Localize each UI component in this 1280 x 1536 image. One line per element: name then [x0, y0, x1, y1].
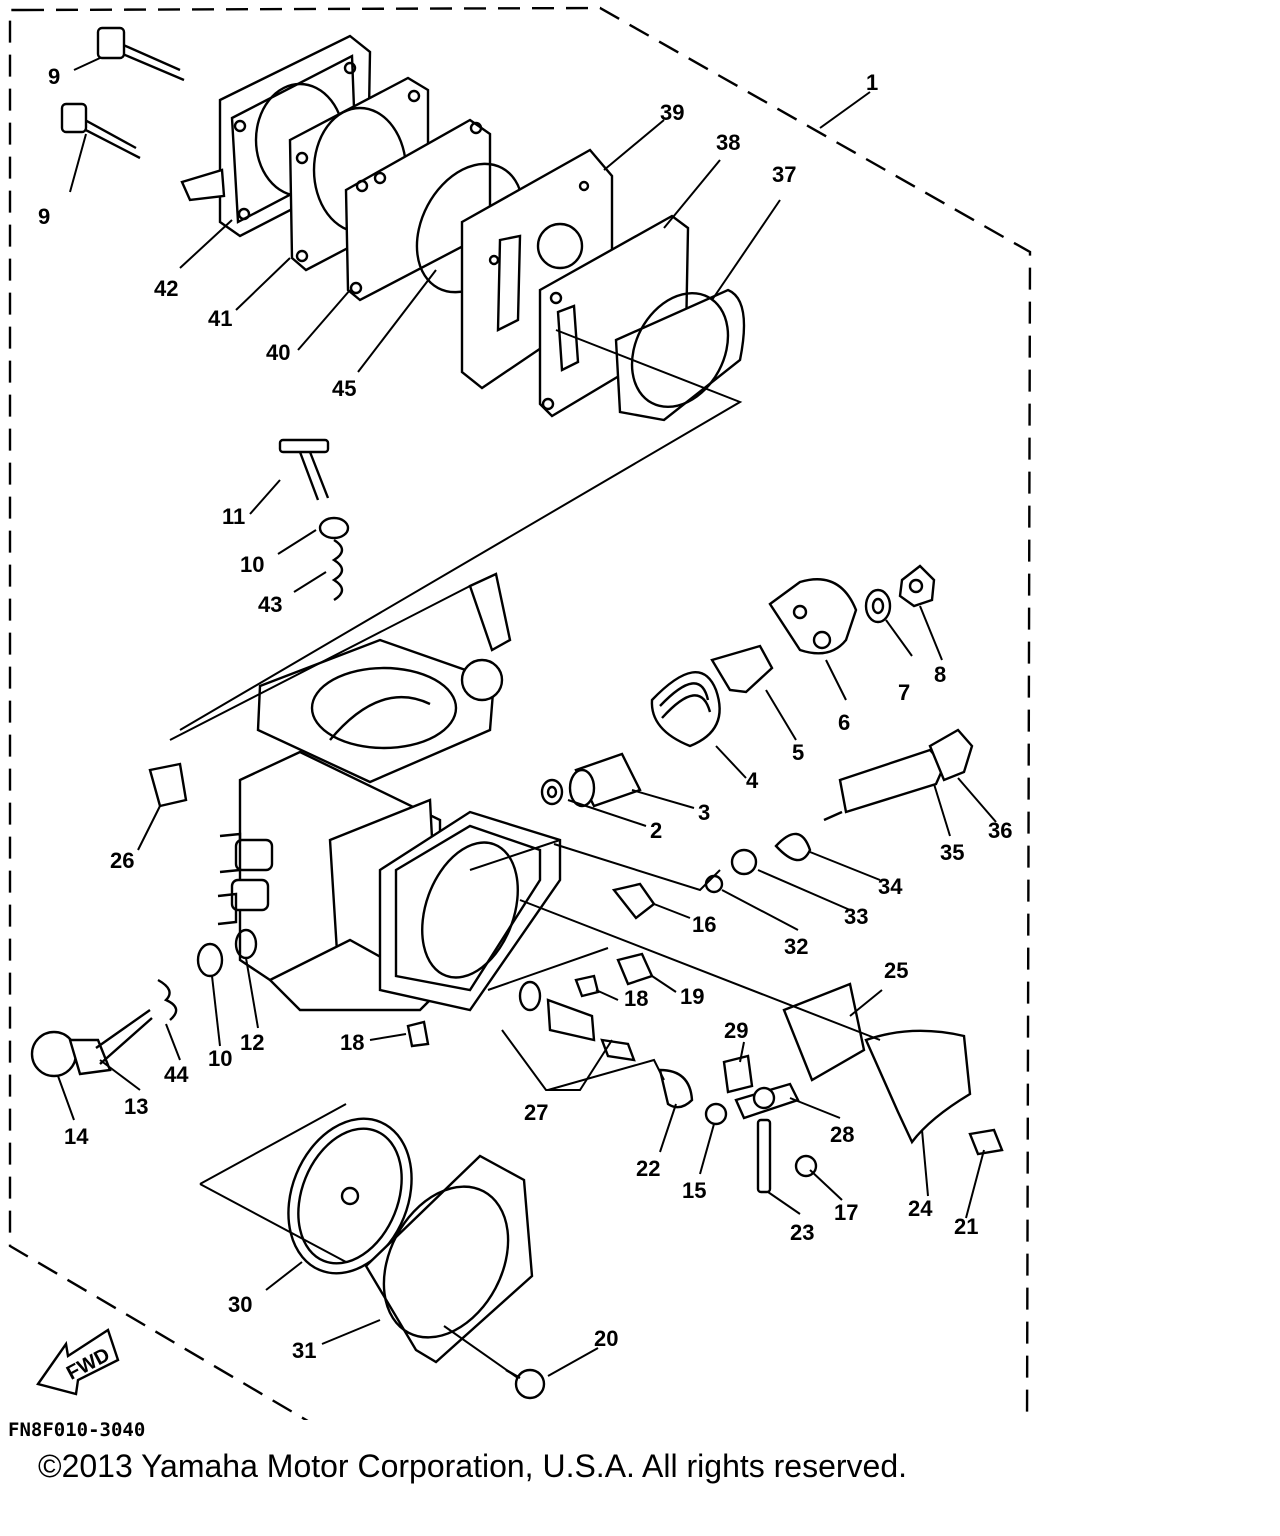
pump-cover-stack: [60, 26, 746, 422]
exploded-view-drawing: FWD: [8, 6, 1032, 1434]
part-label-22: 22: [636, 1156, 660, 1181]
part-label-6: 6: [838, 710, 850, 735]
part-label-9-lower: 9: [38, 204, 50, 229]
part-label-17: 17: [834, 1200, 858, 1225]
part-label-35: 35: [940, 840, 964, 865]
part-label-5: 5: [792, 740, 804, 765]
part-label-28: 28: [830, 1122, 854, 1147]
part-label-36: 36: [988, 818, 1012, 843]
part-label-1: 1: [866, 70, 878, 95]
part-label-13: 13: [124, 1094, 148, 1119]
part-label-31: 31: [292, 1338, 316, 1363]
bottom-diaphragm-parts: [287, 1117, 546, 1400]
part-callouts: 1 2 3 4 5 6 7 8 9 9 10 10 11 12 13 14 15…: [38, 64, 1012, 1363]
part-label-3: 3: [698, 800, 710, 825]
part-label-27: 27: [524, 1100, 548, 1125]
assembly-boundary: [8, 6, 1032, 1434]
part-label-11: 11: [222, 504, 245, 529]
part-label-20: 20: [594, 1326, 618, 1351]
part-label-42: 42: [154, 276, 178, 301]
leader-lines: [57, 57, 997, 1379]
part-label-7: 7: [898, 680, 910, 705]
part-label-16: 16: [692, 912, 716, 937]
part-label-2: 2: [650, 818, 662, 843]
part-label-45: 45: [332, 376, 356, 401]
part-label-34: 34: [878, 874, 903, 899]
part-label-25: 25: [884, 958, 908, 983]
part-label-9-upper: 9: [48, 64, 60, 89]
part-label-37: 37: [772, 162, 796, 187]
part-label-32: 32: [784, 934, 808, 959]
part-label-10-upper: 10: [240, 552, 264, 577]
part-label-44: 44: [164, 1062, 189, 1087]
part-label-12: 12: [240, 1030, 264, 1055]
part-label-15: 15: [682, 1178, 706, 1203]
copyright-notice: ©2013 Yamaha Motor Corporation, U.S.A. A…: [38, 1448, 908, 1484]
part-label-38: 38: [716, 130, 740, 155]
part-label-30: 30: [228, 1292, 252, 1317]
throttle-linkage-parts: [518, 564, 1004, 1194]
part-label-40: 40: [266, 340, 290, 365]
assembly-guide-lines: [169, 329, 881, 1263]
part-label-39: 39: [660, 100, 684, 125]
part-label-14: 14: [64, 1124, 89, 1149]
part-label-29: 29: [724, 1018, 748, 1043]
figure-code: FN8F010-3040: [8, 1419, 146, 1441]
part-label-43: 43: [258, 592, 282, 617]
part-label-26: 26: [110, 848, 134, 873]
fuel-screws-left: [30, 438, 430, 1078]
part-label-33: 33: [844, 904, 868, 929]
forward-arrow-icon: FWD: [36, 1328, 120, 1396]
part-label-24: 24: [908, 1196, 933, 1221]
part-label-23: 23: [790, 1220, 814, 1245]
part-label-8: 8: [934, 662, 946, 687]
part-label-18-left: 18: [340, 1030, 364, 1055]
part-label-18-right: 18: [624, 986, 648, 1011]
carburetor-body: [217, 572, 562, 1012]
part-label-21: 21: [954, 1214, 978, 1239]
part-label-41: 41: [208, 306, 232, 331]
part-label-19: 19: [680, 984, 704, 1009]
part-label-10-lower: 10: [208, 1046, 232, 1071]
part-label-4: 4: [746, 768, 759, 793]
